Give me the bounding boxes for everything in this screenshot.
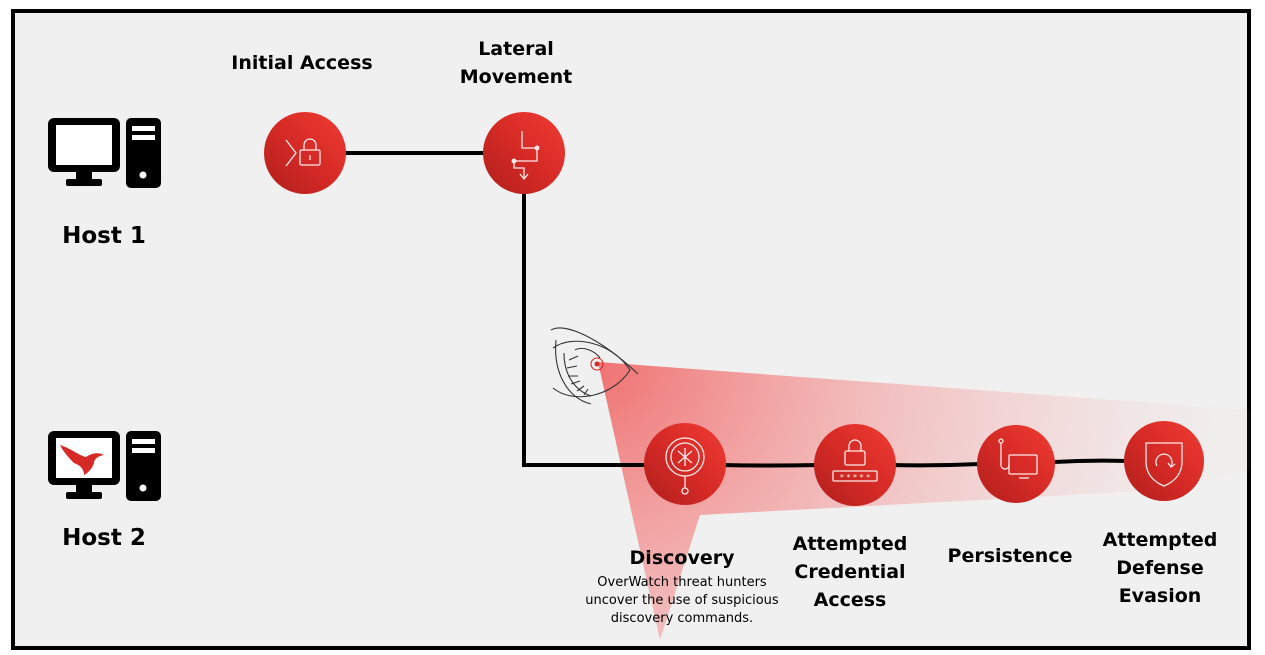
shield-icon bbox=[1145, 442, 1183, 487]
stage-node-persistence bbox=[977, 425, 1055, 503]
computer-icon bbox=[48, 118, 161, 188]
stage-label-credential-access: Attempted Credential Access bbox=[792, 533, 908, 611]
stage-node-defense-evasion bbox=[1124, 421, 1204, 501]
stage-label-lateral-movement: Lateral Movement bbox=[459, 38, 573, 88]
eye-icon bbox=[550, 327, 639, 405]
svg-text:* * * * *: * * * * * bbox=[840, 473, 870, 482]
connector-lateral-host2 bbox=[522, 193, 650, 467]
stage-node-discovery bbox=[644, 423, 726, 505]
stage-label-initial-access: Initial Access bbox=[231, 52, 373, 74]
stage-node-initial-access bbox=[264, 112, 346, 194]
connector-host2-stages bbox=[719, 458, 1127, 468]
lock-arrow-icon bbox=[285, 138, 321, 167]
stage-label-defense-evasion: Attempted Defense Evasion bbox=[1102, 529, 1218, 607]
network-path-icon bbox=[511, 131, 540, 181]
host-1-label: Host 1 bbox=[62, 223, 146, 249]
magnifier-icon bbox=[665, 437, 705, 495]
password-lock-icon: * * * * * bbox=[832, 439, 878, 482]
stage-node-credential-access: * * * * * bbox=[814, 424, 896, 506]
falcon-computer-icon bbox=[48, 431, 161, 501]
stage-node-lateral-movement bbox=[483, 112, 565, 194]
diagram-frame bbox=[11, 9, 1251, 650]
connector-lines bbox=[345, 151, 1127, 468]
stage-label-discovery: Discovery bbox=[629, 547, 735, 569]
overwatch-beam bbox=[598, 362, 1250, 640]
hook-monitor-icon bbox=[998, 438, 1038, 479]
discovery-description: OverWatch threat hunters uncover the use… bbox=[585, 575, 779, 626]
stage-label-persistence: Persistence bbox=[947, 545, 1073, 567]
host-2-label: Host 2 bbox=[62, 525, 146, 551]
